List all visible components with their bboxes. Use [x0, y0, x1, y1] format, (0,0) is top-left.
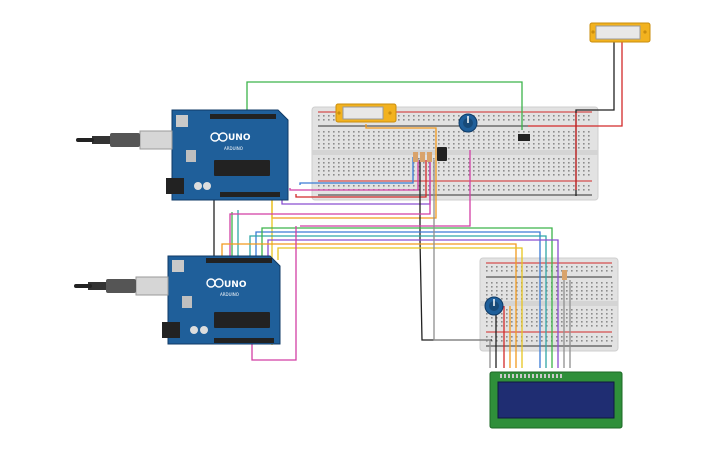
wire-magenta — [289, 160, 419, 191]
usb-cable-icon — [76, 130, 173, 150]
brand-logo: UNO — [224, 280, 247, 290]
breadboard-top[interactable] — [311, 106, 599, 201]
ic-chip-icon[interactable] — [437, 147, 447, 161]
wire-purple — [267, 239, 559, 368]
wire-magenta — [229, 160, 431, 262]
wire-teal — [249, 235, 547, 368]
potentiometer-icon[interactable] — [458, 113, 478, 133]
potentiometer-icon[interactable] — [484, 296, 504, 316]
lcd-16x2-icon[interactable] — [489, 371, 623, 429]
ic-chip-icon[interactable] — [518, 134, 530, 141]
wire-green — [246, 81, 523, 130]
usb-cable-icon — [74, 276, 169, 296]
brand-sublabel: ARDUINO — [220, 292, 239, 297]
brand-sublabel: ARDUINO — [224, 146, 243, 151]
display-module-small[interactable] — [335, 103, 397, 123]
resistor-icon[interactable] — [562, 270, 567, 280]
wire-orange — [221, 243, 517, 368]
resistor-icon[interactable] — [413, 152, 432, 162]
arduino-uno-bottom[interactable]: UNO ARDUINO — [162, 255, 281, 345]
wire-magenta — [300, 150, 471, 227]
wire-red — [295, 160, 427, 198]
wire-yellow — [277, 247, 523, 368]
wire-blue — [255, 231, 541, 368]
wire-magenta — [251, 226, 297, 361]
wire-blue — [299, 157, 414, 185]
brand-logo: UNO — [228, 133, 251, 143]
arduino-uno-top[interactable]: UNO ARDUINO — [166, 109, 289, 201]
lcd-pins — [500, 374, 562, 378]
display-module-large[interactable] — [589, 22, 651, 43]
wire-red — [528, 42, 623, 127]
wire-gray — [433, 160, 491, 368]
